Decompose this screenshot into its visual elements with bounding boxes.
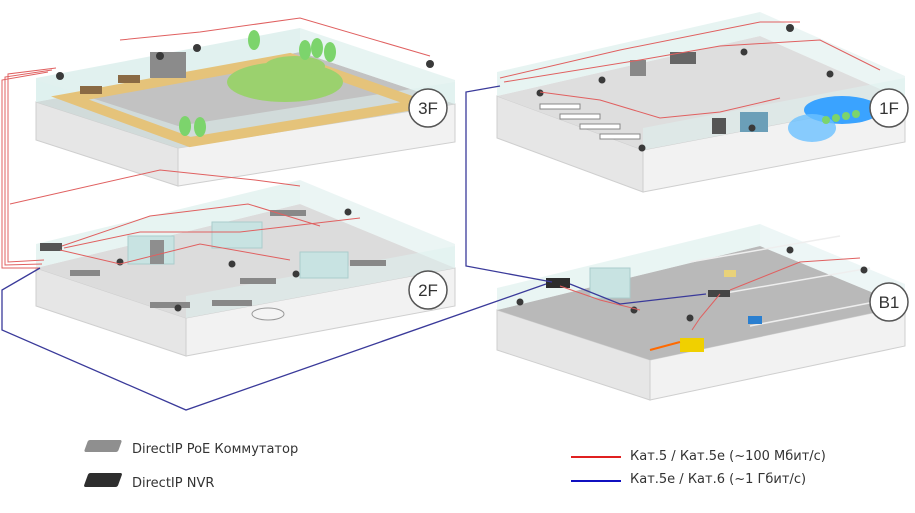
floor-label-3f: 3F bbox=[418, 99, 438, 118]
nvr-icon bbox=[83, 473, 123, 487]
camera-icon bbox=[516, 246, 868, 322]
nvr-icon bbox=[546, 278, 570, 288]
legend-poe-switch-label: DirectIP PoE Коммутатор bbox=[132, 442, 299, 457]
car-icon bbox=[724, 270, 736, 277]
desk-cluster bbox=[70, 210, 386, 308]
cat6-line-key bbox=[571, 480, 621, 482]
floor-b1: B1 bbox=[496, 224, 909, 401]
cat5-line-key bbox=[571, 456, 621, 458]
floor-3f: 3F bbox=[35, 28, 456, 187]
floor-2f: 2F bbox=[35, 180, 456, 357]
camera-icon bbox=[536, 24, 834, 152]
office-room bbox=[299, 251, 349, 279]
poe-switch-icon bbox=[40, 243, 62, 251]
tree-icon bbox=[822, 110, 860, 124]
cat6-cabling bbox=[1, 85, 707, 411]
tree-icon bbox=[179, 30, 336, 137]
floor-label-2f: 2F bbox=[418, 281, 438, 300]
floor-label-b1: B1 bbox=[879, 293, 900, 312]
office-room bbox=[211, 221, 263, 249]
car-icon bbox=[748, 316, 762, 324]
camera-icon bbox=[56, 44, 434, 80]
entrance-glass bbox=[740, 112, 768, 132]
auditorium-seats bbox=[539, 103, 641, 140]
floor-label-1f: 1F bbox=[879, 99, 899, 118]
legend-cat6-label: Кат.5e / Кат.6 (~1 Гбит/с) bbox=[630, 472, 807, 487]
bench bbox=[118, 75, 140, 83]
rooftop-structure bbox=[150, 52, 186, 78]
floor-1f: 1F bbox=[496, 12, 909, 193]
poe-switch-icon bbox=[708, 290, 730, 297]
legend-cat5-label: Кат.5 / Кат.5e (~100 Мбит/с) bbox=[630, 449, 826, 464]
cat5-cabling bbox=[1, 17, 881, 331]
bench bbox=[80, 86, 102, 94]
legend-nvr-label: DirectIP NVR bbox=[132, 476, 215, 491]
entrance-door bbox=[712, 118, 726, 134]
poe-switch-icon bbox=[83, 440, 123, 452]
parking-lines bbox=[689, 235, 886, 327]
parking-gate bbox=[680, 338, 704, 352]
